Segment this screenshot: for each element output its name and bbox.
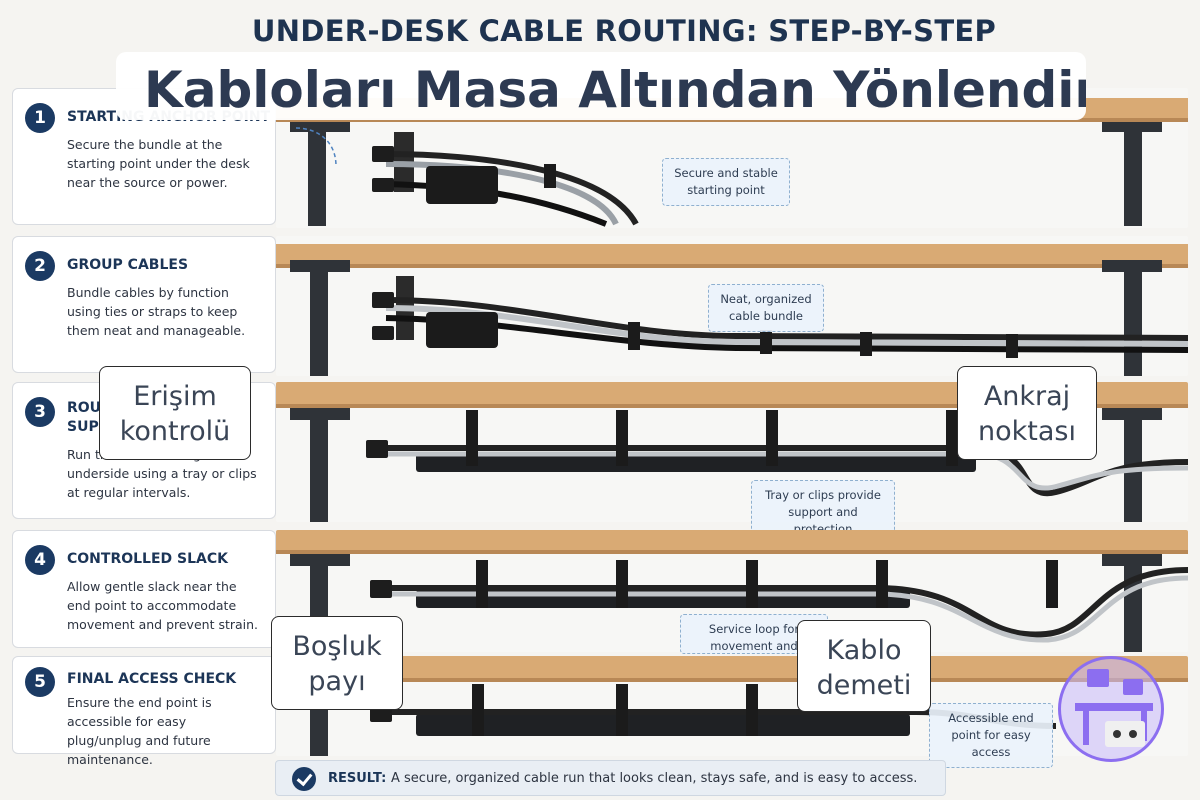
label-kablo-demeti: Kablo demeti [797,620,931,712]
desk-illustration [276,244,1188,376]
step-description: Bundle cables by function using ties or … [67,285,246,338]
step-card-4: 4 CONTROLLED SLACK Allow gentle slack ne… [12,530,276,648]
callout-anchor-point: Secure and stable starting point [662,158,790,206]
result-text: A secure, organized cable run that looks… [391,771,918,786]
callout-text: Service loop for movement and flexibilit… [708,622,800,653]
step-heading: FINAL ACCESS CHECK [67,671,237,687]
step-description: Secure the bundle at the starting point … [67,137,250,190]
callout-text: Secure and stable starting point [674,166,778,197]
callout-text: Accessible end point for easy access [948,711,1034,759]
label-ankraj-noktasi: Ankraj noktası [957,366,1097,460]
watermark-logo [1058,656,1164,762]
page-title: UNDER-DESK CABLE ROUTING: STEP-BY-STEP [251,14,997,48]
label-erisim-kontrolu: Erişim kontrolü [99,366,251,460]
result-label: RESULT: [328,771,387,786]
step-number-badge: 3 [25,397,55,427]
label-bosluk-payi: Boşluk payı [271,616,403,710]
step-number-badge: 2 [25,251,55,281]
step-number-badge: 1 [25,103,55,133]
label-text: Ankraj noktası [978,381,1076,447]
desk-logo-icon [1075,669,1153,747]
step-heading: CONTROLLED SLACK [67,551,228,567]
label-text: Boşluk payı [292,631,382,697]
overlay-title-banner: Kabloları Masa Altından Yönlendirin [116,52,1086,120]
check-circle-icon [292,767,316,791]
step-number-badge: 5 [25,667,55,697]
result-bar: RESULT: A secure, organized cable run th… [275,760,946,796]
label-text: Erişim kontrolü [119,381,231,447]
callout-cable-bundle: Neat, organized cable bundle [708,284,824,332]
step-number-badge: 4 [25,545,55,575]
step-card-2: 2 GROUP CABLES Bundle cables by function… [12,236,276,373]
step-description: Allow gentle slack near the end point to… [67,579,259,632]
label-text: Kablo demeti [816,635,912,701]
callout-text: Neat, organized cable bundle [720,292,812,323]
callout-text: Tray or clips provide support and protec… [765,488,881,536]
callout-end-point: Accessible end point for easy access [929,703,1053,768]
step-description: Ensure the end point is accessible for e… [67,695,212,767]
step-heading: GROUP CABLES [67,257,189,273]
step-card-5: 5 FINAL ACCESS CHECK Ensure the end poin… [12,656,276,767]
